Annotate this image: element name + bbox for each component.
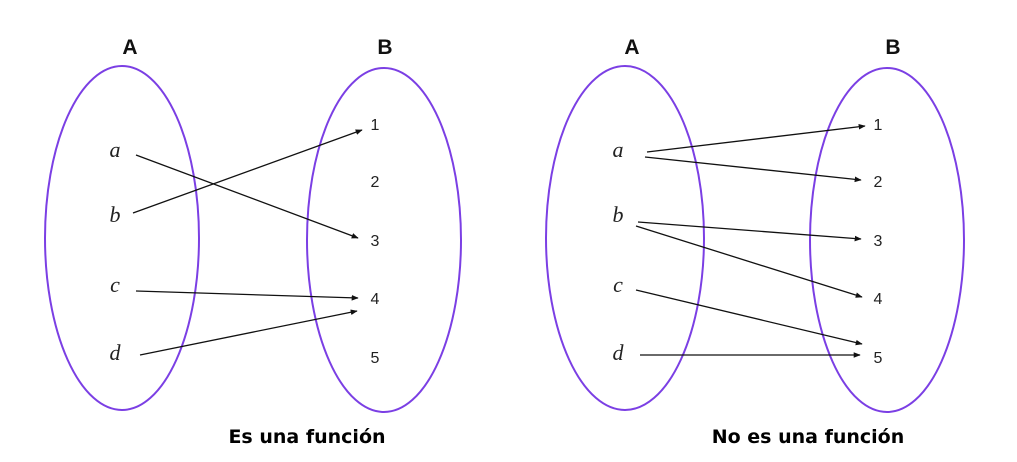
caption: Es una función xyxy=(228,426,385,448)
codomain-element: 1 xyxy=(371,117,380,134)
diagram-not-function: A B a b c d 1 2 3 4 5 No es una función xyxy=(545,36,965,448)
set-a-ellipse xyxy=(545,65,705,411)
domain-element: c xyxy=(110,272,120,297)
codomain-element: 1 xyxy=(874,117,883,134)
set-b-title: B xyxy=(885,36,900,59)
domain-element: a xyxy=(110,137,121,162)
domain-element: c xyxy=(613,272,623,297)
domain-element: a xyxy=(613,137,624,162)
mapping-arrow-c-5 xyxy=(635,289,863,346)
set-a-title: A xyxy=(122,36,137,59)
domain-element: d xyxy=(110,340,122,365)
domain-element: b xyxy=(613,202,624,227)
mapping-arrow-b-3 xyxy=(637,221,862,242)
codomain-element: 4 xyxy=(371,291,380,308)
mapping-arrow-d-4 xyxy=(139,309,358,356)
mapping-arrow-c-4 xyxy=(135,290,359,301)
set-a-title: A xyxy=(624,36,639,59)
domain-element: b xyxy=(110,202,121,227)
set-a-ellipse xyxy=(44,65,200,411)
caption: No es una función xyxy=(712,426,905,448)
mapping-arrow-b-4 xyxy=(635,225,863,298)
set-b-ellipse xyxy=(306,67,462,413)
codomain-element: 4 xyxy=(874,291,883,308)
mapping-arrow-a-1 xyxy=(646,123,866,153)
diagram-function: A B a b c d 1 2 3 4 5 Es una función xyxy=(44,36,462,448)
mapping-arrow-a-2 xyxy=(644,156,862,183)
codomain-element: 3 xyxy=(371,233,380,250)
codomain-element: 3 xyxy=(874,233,883,250)
codomain-element: 2 xyxy=(874,174,883,191)
domain-element: d xyxy=(613,340,625,365)
codomain-element: 5 xyxy=(874,350,883,367)
set-b-title: B xyxy=(377,36,392,59)
codomain-element: 2 xyxy=(371,174,380,191)
mapping-arrow-b-1 xyxy=(132,129,363,214)
mapping-arrow-a-3 xyxy=(135,154,359,239)
set-b-ellipse xyxy=(809,67,965,413)
codomain-element: 5 xyxy=(371,350,380,367)
